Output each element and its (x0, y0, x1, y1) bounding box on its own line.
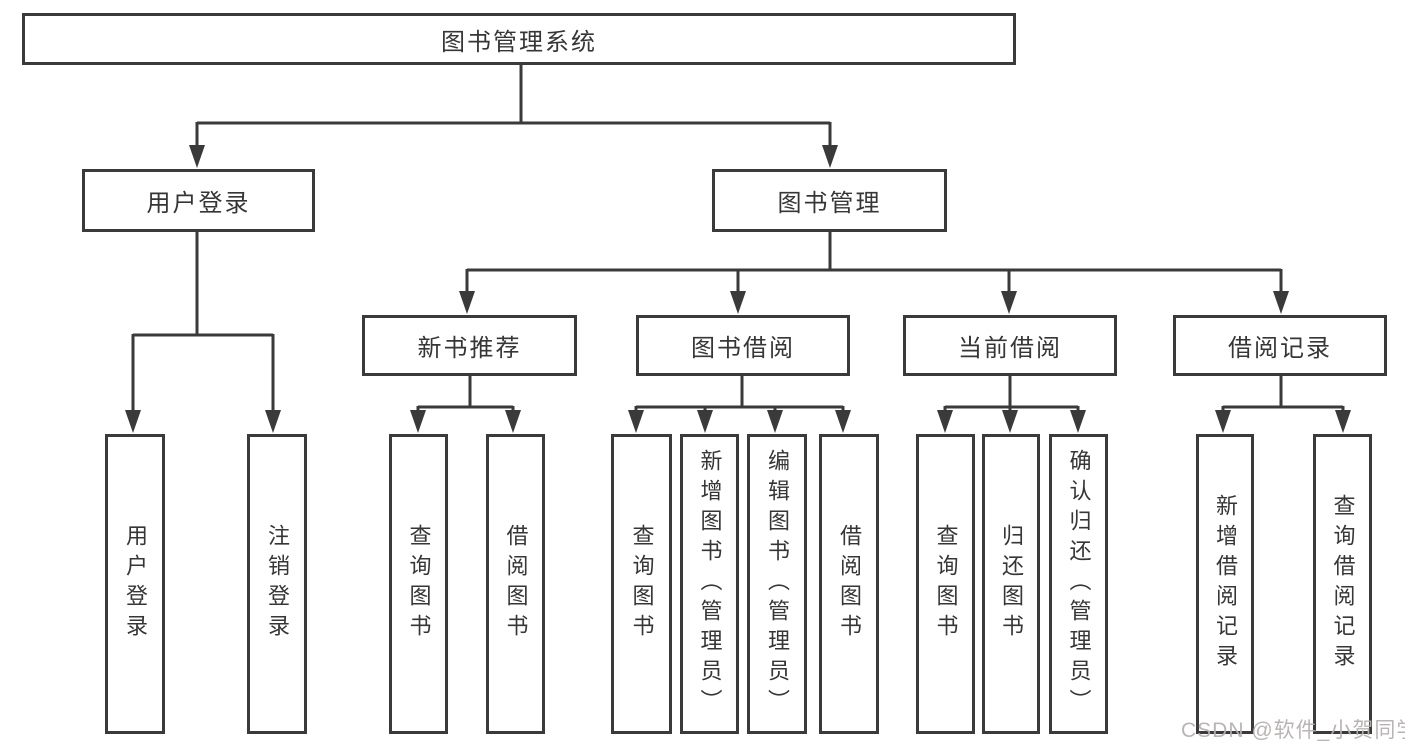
node-label: 编辑图书（管理员） (765, 449, 790, 719)
leaf-borrow-book-2: 借阅图书 (819, 434, 879, 734)
leaf-borrow-book-1: 借阅图书 (486, 434, 545, 734)
leaf-edit-book-admin: 编辑图书（管理员） (747, 434, 807, 734)
node-label: 图书管理 (777, 190, 882, 217)
node-label: 查询借阅记录 (1330, 494, 1356, 674)
node-user-login: 用户登录 (82, 169, 315, 232)
connector-paths (131, 65, 1345, 416)
leaf-add-book-admin: 新增图书（管理员） (680, 434, 739, 734)
node-label: 图书管理系统 (441, 28, 597, 56)
arrowheads (125, 145, 1351, 433)
node-label: 查询图书 (406, 524, 432, 644)
node-book-borrow: 图书借阅 (636, 315, 850, 376)
node-borrow-record: 借阅记录 (1173, 315, 1387, 376)
node-label: 借阅图书 (503, 524, 529, 644)
node-label: 查询图书 (933, 524, 959, 644)
csdn-watermark: CSDN @软件_小贺同学 (1181, 719, 1405, 742)
node-label: 新书推荐 (417, 335, 522, 362)
node-label: 新增图书（管理员） (697, 449, 723, 719)
leaf-query-book-1: 查询图书 (389, 434, 448, 734)
leaf-logout: 注销登录 (247, 434, 307, 734)
node-label: 借阅记录 (1228, 335, 1332, 362)
node-label: 用户登录 (146, 190, 251, 217)
node-label: 用户登录 (123, 524, 148, 644)
node-label: 当前借阅 (958, 335, 1062, 362)
node-new-book-recommend: 新书推荐 (362, 315, 577, 376)
node-label: 查询图书 (629, 524, 655, 644)
node-label: 归还图书 (999, 524, 1024, 644)
leaf-confirm-return-admin: 确认归还（管理员） (1049, 434, 1108, 734)
node-label: 注销登录 (265, 524, 290, 644)
leaf-query-book-2: 查询图书 (611, 434, 672, 734)
node-book-management: 图书管理 (712, 169, 947, 232)
leaf-add-borrow-record: 新增借阅记录 (1196, 434, 1254, 734)
leaf-query-borrow-record: 查询借阅记录 (1313, 434, 1372, 734)
leaf-return-book: 归还图书 (982, 434, 1040, 734)
node-label: 图书借阅 (691, 335, 795, 362)
leaf-query-book-3: 查询图书 (916, 434, 975, 734)
leaf-user-login: 用户登录 (105, 434, 165, 734)
node-current-borrow: 当前借阅 (903, 315, 1117, 376)
node-label: 借阅图书 (837, 524, 862, 644)
node-label: 新增借阅记录 (1213, 494, 1238, 674)
node-library-management-system: 图书管理系统 (22, 13, 1016, 65)
node-label: 确认归还（管理员） (1066, 449, 1092, 719)
